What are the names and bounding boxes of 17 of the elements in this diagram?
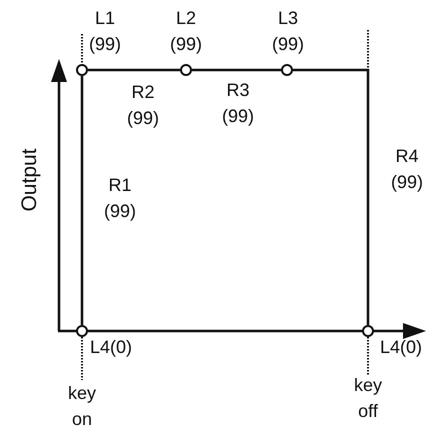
envelope-point bbox=[180, 64, 192, 76]
envelope-segment bbox=[293, 68, 370, 325]
envelope-segment bbox=[88, 68, 180, 72]
axis-label: Output bbox=[18, 147, 42, 214]
level-label: L2 (99) bbox=[168, 7, 203, 56]
envelope-point bbox=[76, 64, 88, 76]
envelope-segment bbox=[80, 76, 84, 325]
level-label: L4(0) bbox=[90, 336, 134, 359]
level-label: L1 (99) bbox=[88, 7, 122, 56]
envelope-point bbox=[362, 325, 374, 337]
envelope-point bbox=[76, 325, 88, 337]
level-label: L4(0) bbox=[380, 336, 424, 359]
key-event-label: key on bbox=[66, 382, 97, 431]
key-event-label: key off bbox=[352, 374, 383, 423]
envelope-point bbox=[281, 64, 293, 76]
level-label: L3 (99) bbox=[270, 7, 305, 56]
envelope-segment bbox=[192, 68, 281, 72]
